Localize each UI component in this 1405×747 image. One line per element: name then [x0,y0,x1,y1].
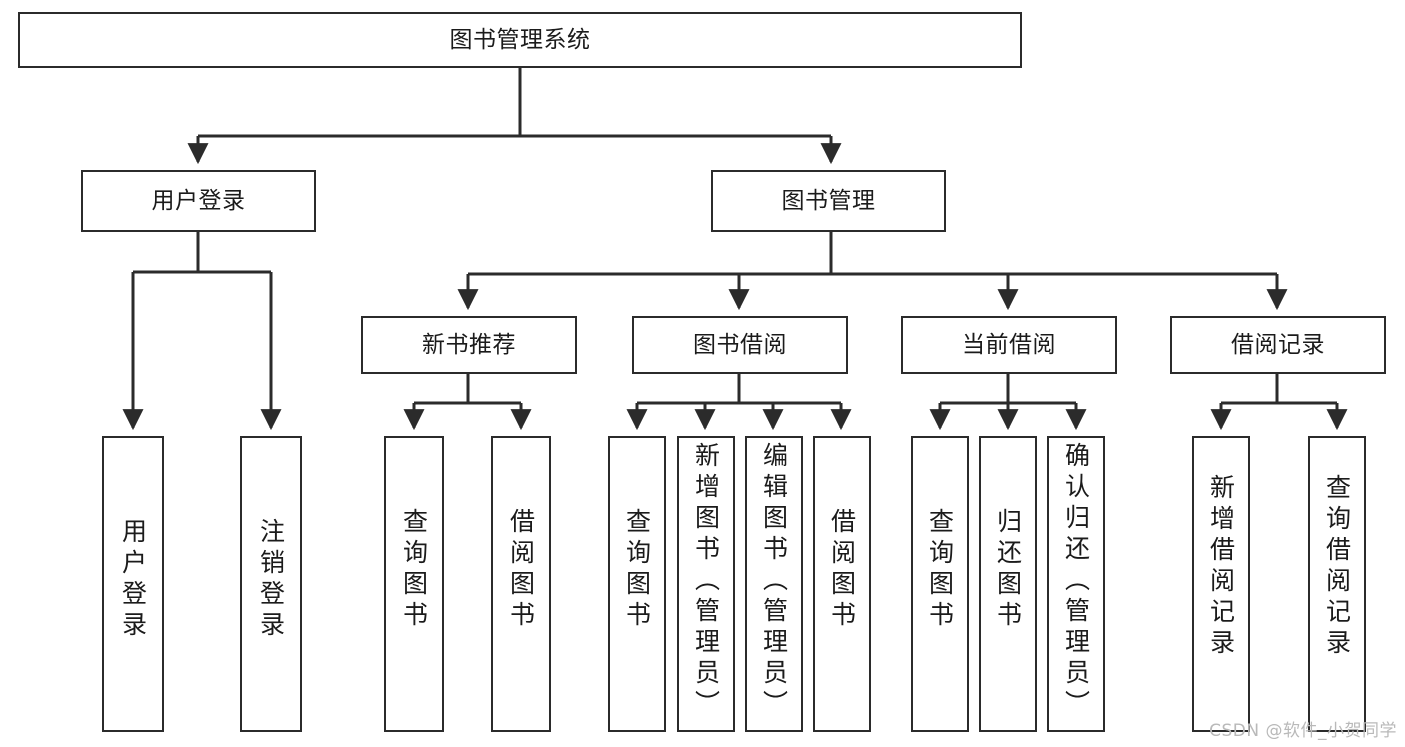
node-leaf-borrow-book-2[interactable]: 借阅图书 [813,436,871,732]
node-leaf-add-book[interactable]: 新增图书（管理员） [677,436,735,732]
node-leaf-edit-book[interactable]: 编辑图书（管理员） [745,436,803,732]
node-leaf-add-record-label: 新增借阅记录 [1206,474,1236,660]
node-leaf-query-book-2-label: 查询图书 [622,508,652,632]
node-leaf-logout[interactable]: 注销登录 [240,436,302,732]
node-user-login-label: 用户登录 [151,187,246,214]
node-leaf-confirm-return-label: 确认归还（管理员） [1061,442,1091,721]
node-leaf-borrow-book-1-label: 借阅图书 [506,508,536,632]
node-current-borrow-label: 当前借阅 [962,331,1056,358]
node-leaf-query-book-3[interactable]: 查询图书 [911,436,969,732]
node-current-borrow[interactable]: 当前借阅 [901,316,1117,374]
node-leaf-add-book-label: 新增图书（管理员） [691,442,721,721]
node-leaf-query-record-label: 查询借阅记录 [1322,474,1352,660]
node-leaf-borrow-book-1[interactable]: 借阅图书 [491,436,551,732]
node-leaf-edit-book-label: 编辑图书（管理员） [759,442,789,721]
node-leaf-query-book-1[interactable]: 查询图书 [384,436,444,732]
node-leaf-return-book-label: 归还图书 [993,508,1023,632]
node-book-borrow[interactable]: 图书借阅 [632,316,848,374]
node-leaf-logout-label: 注销登录 [256,518,286,642]
node-borrow-record[interactable]: 借阅记录 [1170,316,1386,374]
node-leaf-return-book[interactable]: 归还图书 [979,436,1037,732]
node-root[interactable]: 图书管理系统 [18,12,1022,68]
node-user-login[interactable]: 用户登录 [81,170,316,232]
node-book-mgmt-label: 图书管理 [781,187,876,214]
node-leaf-user-login-label: 用户登录 [118,518,148,642]
node-leaf-user-login[interactable]: 用户登录 [102,436,164,732]
node-leaf-borrow-book-2-label: 借阅图书 [827,508,857,632]
node-book-mgmt[interactable]: 图书管理 [711,170,946,232]
node-leaf-add-record[interactable]: 新增借阅记录 [1192,436,1250,732]
node-borrow-record-label: 借阅记录 [1231,331,1325,358]
node-new-book-rec[interactable]: 新书推荐 [361,316,577,374]
node-leaf-confirm-return[interactable]: 确认归还（管理员） [1047,436,1105,732]
node-leaf-query-record[interactable]: 查询借阅记录 [1308,436,1366,732]
node-book-borrow-label: 图书借阅 [693,331,787,358]
watermark: CSDN @软件_小贺同学 [1209,721,1397,741]
node-new-book-rec-label: 新书推荐 [422,331,516,358]
node-root-label: 图书管理系统 [449,26,591,53]
node-leaf-query-book-1-label: 查询图书 [399,508,429,632]
node-leaf-query-book-2[interactable]: 查询图书 [608,436,666,732]
node-leaf-query-book-3-label: 查询图书 [925,508,955,632]
